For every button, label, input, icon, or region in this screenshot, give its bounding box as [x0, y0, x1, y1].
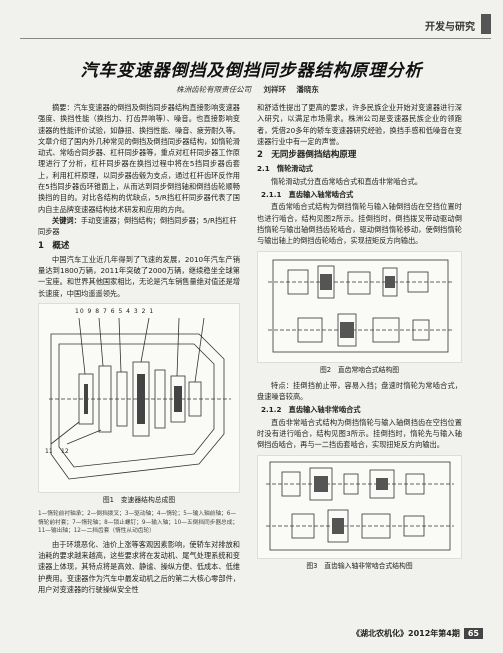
section-2-1-paragraph: 惰轮滑动式分直齿常啮合式和直齿非常啮合式。 [271, 176, 422, 186]
figure-1-legend: 1—惰轮前衬轴承；2—倒挡拨叉；3—驱动轴；4—惰轮；5—输入轴前轴；6—惰轮前… [38, 511, 239, 535]
keywords: 关键词：手动变速器；倒挡结构；倒挡同步器；5/R挡杠杆同步器 [38, 215, 240, 238]
section-1-heading: 1 概述 [38, 240, 70, 251]
section-2-1-1-heading: 2.1.1 直齿输入轴常啮合式 [261, 190, 354, 200]
figure-1-label-12: 12 [61, 448, 69, 456]
journal-issue: 《湖北农机化》2012年第4期 [352, 629, 460, 638]
header-rule [20, 38, 491, 39]
figure-3 [257, 454, 462, 559]
author-line: 株洲齿轮有限责任公司 刘祥环 潘晓东 [0, 84, 503, 95]
section-2-1-2-heading: 2.1.2 直齿输入轴非常啮合式 [261, 405, 361, 415]
keywords-text: 手动变速器；倒挡结构；倒挡同步器；5/R挡杠杆同步器 [38, 215, 237, 237]
page-number: 65 [463, 628, 483, 639]
section-1-paragraph: 中国汽车工业近几年得到了飞速的发展，2010年汽车产销量达到1800万辆，201… [38, 254, 240, 298]
section-header: 开发与研究 [425, 22, 475, 33]
figure-3-caption: 图3 直齿输入轴非常啮合式结构图 [306, 561, 413, 570]
abstract: 摘要：汽车变速器的倒挡及倒挡同步器结构直接影响变速器强度、换挡性能（换挡力、打齿… [38, 103, 240, 214]
transmission-assembly-drawing [49, 317, 231, 480]
header-marker [481, 14, 491, 34]
figure-2-caption: 图2 直齿常啮合式结构图 [319, 365, 400, 374]
article-title: 汽车变速器倒挡及倒挡同步器结构原理分析 [80, 61, 423, 81]
figure-2 [257, 250, 462, 363]
right-top-paragraph: 和舒适性提出了更高的要求，许多民族企业开始对变速器进行深入研究，以满足市场需求。… [257, 103, 462, 146]
author-name-2: 潘晓东 [296, 85, 319, 94]
left-column: 摘要：汽车变速器的倒挡及倒挡同步器结构直接影响变速器强度、换挡性能（换挡力、打齿… [38, 102, 240, 595]
section-2-1-heading: 2.1 惰轮滑动式 [257, 164, 313, 174]
right-column: 和舒适性提出了更高的要求，许多民族企业开始对变速器进行深入研究，以满足市场需求。… [257, 102, 462, 576]
author-name-1: 刘祥环 [263, 85, 287, 94]
figure-1: 10 9 8 7 6 5 4 3 2 1 11 12 [38, 303, 240, 494]
keywords-label: 关键词： [52, 215, 81, 225]
section-2-heading: 2 无同步器倒挡结构原理 [257, 150, 357, 161]
section-2-1-1-paragraph: 直齿常啮合式结构为倒挡惰轮与输入轴倒挡齿在空挡位置时也进行啮合，结构见图2所示。… [257, 202, 462, 246]
author-org: 株洲齿轮有限责任公司 [176, 85, 252, 94]
left-bottom-paragraph: 由于环境恶化、油价上涨等客观因素影响，使轿车对排放和油耗的要求越来越高，这些要求… [38, 539, 240, 595]
figure-2-note: 特点：挂倒挡前止带，容易入挡；盘速时惰轮为常啮合式，盘速噪音较高。 [257, 380, 462, 402]
figure-1-label-11: 11 [45, 448, 53, 456]
figure-1-top-labels: 10 9 8 7 6 5 4 3 2 1 [75, 308, 155, 316]
non-constant-mesh-drawing [266, 461, 454, 551]
constant-mesh-drawing [268, 259, 453, 352]
figure-1-caption: 图1 变速器结构总成图 [102, 496, 176, 505]
section-2-1-2-paragraph: 直齿非常啮合式结构为倒挡惰轮与输入轴倒挡齿在空挡位置时没有进行啮合，结构见图3所… [257, 417, 462, 450]
